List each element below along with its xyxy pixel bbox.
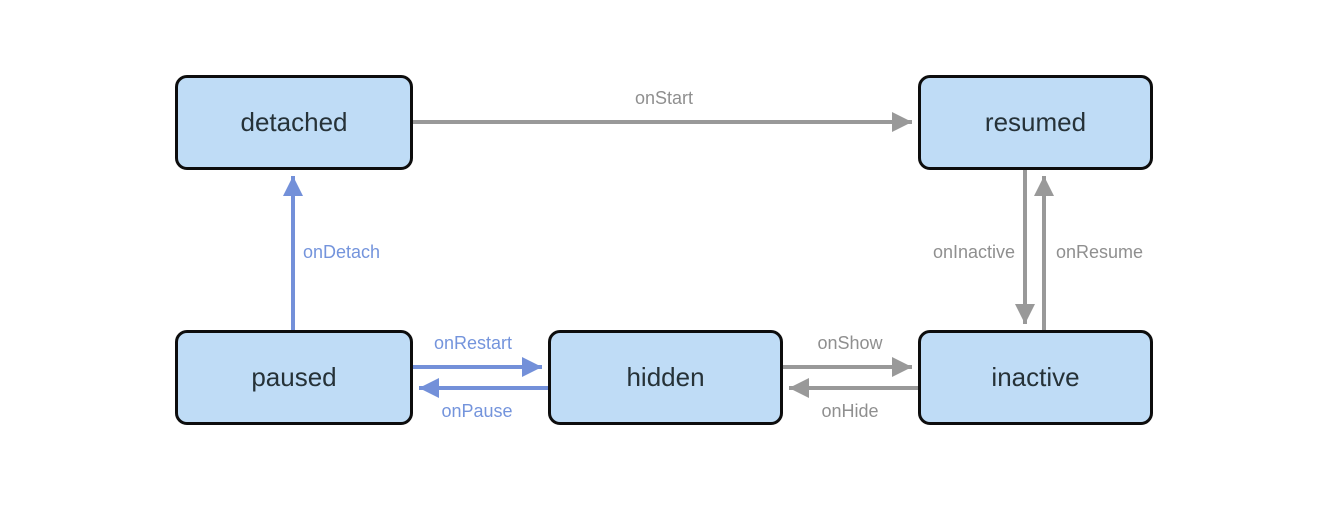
state-box-resumed: resumed	[918, 75, 1153, 170]
state-box-paused: paused	[175, 330, 413, 425]
edge-label-onpause: onPause	[441, 401, 513, 421]
state-box-detached: detached	[175, 75, 413, 170]
edge-label-onstart: onStart	[634, 88, 694, 108]
edge-label-oninactive: onInactive	[932, 242, 1015, 262]
state-box-inactive: inactive	[918, 330, 1153, 425]
edge-label-onresume: onResume	[1056, 242, 1144, 262]
edge-label-onhide: onHide	[821, 401, 879, 421]
edge-label-onshow: onShow	[817, 333, 883, 353]
state-box-hidden: hidden	[548, 330, 783, 425]
edge-label-onrestart: onRestart	[433, 333, 513, 353]
edge-label-ondetach: onDetach	[303, 242, 381, 262]
